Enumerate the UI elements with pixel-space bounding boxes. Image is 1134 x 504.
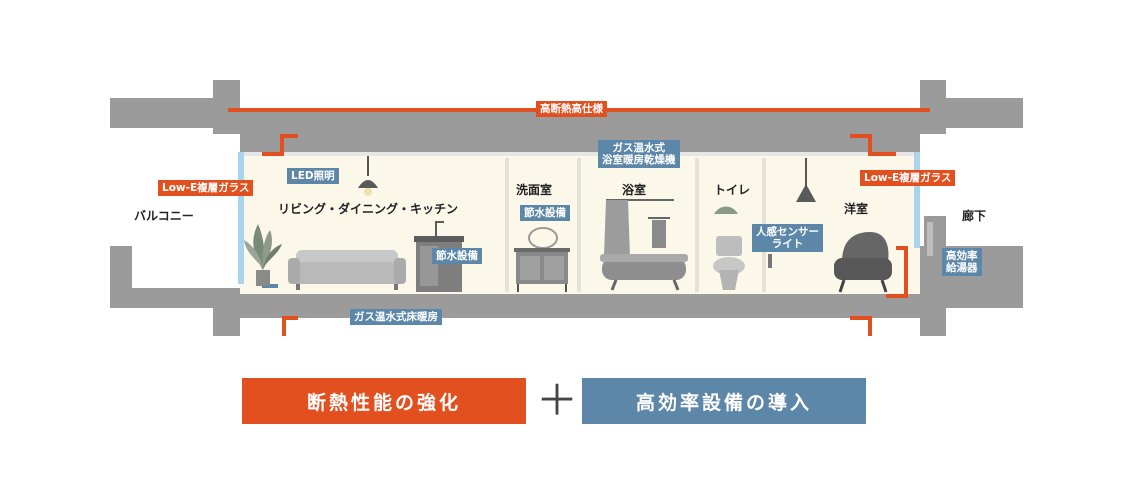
washbasin-icon — [514, 227, 570, 292]
water-saving-kitchen-label: 節水設備 — [432, 248, 482, 265]
gas-floor-heating-label: ガス温水式床暖房 — [350, 309, 442, 326]
gas-bath-dryer-label: ガス温水式 浴室暖房乾燥機 — [598, 140, 680, 169]
high-insulation-label: 高断熱高仕様 — [536, 101, 607, 118]
towel-icon — [648, 217, 670, 248]
room-toilet: トイレ — [714, 183, 751, 197]
toilet-icon — [713, 206, 745, 290]
corridor-window-glass — [914, 152, 920, 248]
room-western: 洋室 — [844, 202, 869, 216]
room-balcony: バルコニー — [134, 209, 194, 223]
lowe-glass-left-label: Low-E複層ガラス — [158, 180, 254, 197]
armchair-icon — [834, 232, 892, 293]
partition-wall — [577, 158, 581, 292]
plant-icon — [244, 224, 282, 286]
high-efficiency-equipment-box: 高効率設備の導入 — [582, 378, 866, 424]
high-efficiency-water-heater-label: 高効率 給湯器 — [942, 248, 982, 277]
lower-slab — [110, 246, 1023, 336]
lowe-glass-right-label: Low-E複層ガラス — [860, 170, 956, 187]
room-corridor: 廊下 — [962, 209, 987, 223]
room-living-dining-kitchen: リビング・ダイニング・キッチン — [278, 202, 459, 216]
pendant-lamp-icon — [358, 156, 378, 196]
pendant-lamp-icon — [796, 158, 816, 202]
balcony-window-glass — [238, 152, 244, 284]
partition-wall — [695, 158, 699, 292]
motion-sensor-light-label: 人感センサー ライト — [752, 224, 823, 253]
plus-sign: ＋ — [536, 376, 579, 425]
insulation-enhancement-box: 断熱性能の強化 — [242, 378, 526, 424]
partition-wall — [505, 158, 509, 292]
bathtub-icon — [600, 199, 688, 291]
room-washroom: 洗面室 — [516, 183, 553, 197]
room-bathroom: 浴室 — [622, 183, 647, 197]
led-lighting-label: LED照明 — [287, 168, 339, 185]
water-heater-icon — [924, 216, 946, 264]
water-saving-washroom-label: 節水設備 — [520, 205, 570, 222]
sofa-icon — [288, 250, 406, 290]
